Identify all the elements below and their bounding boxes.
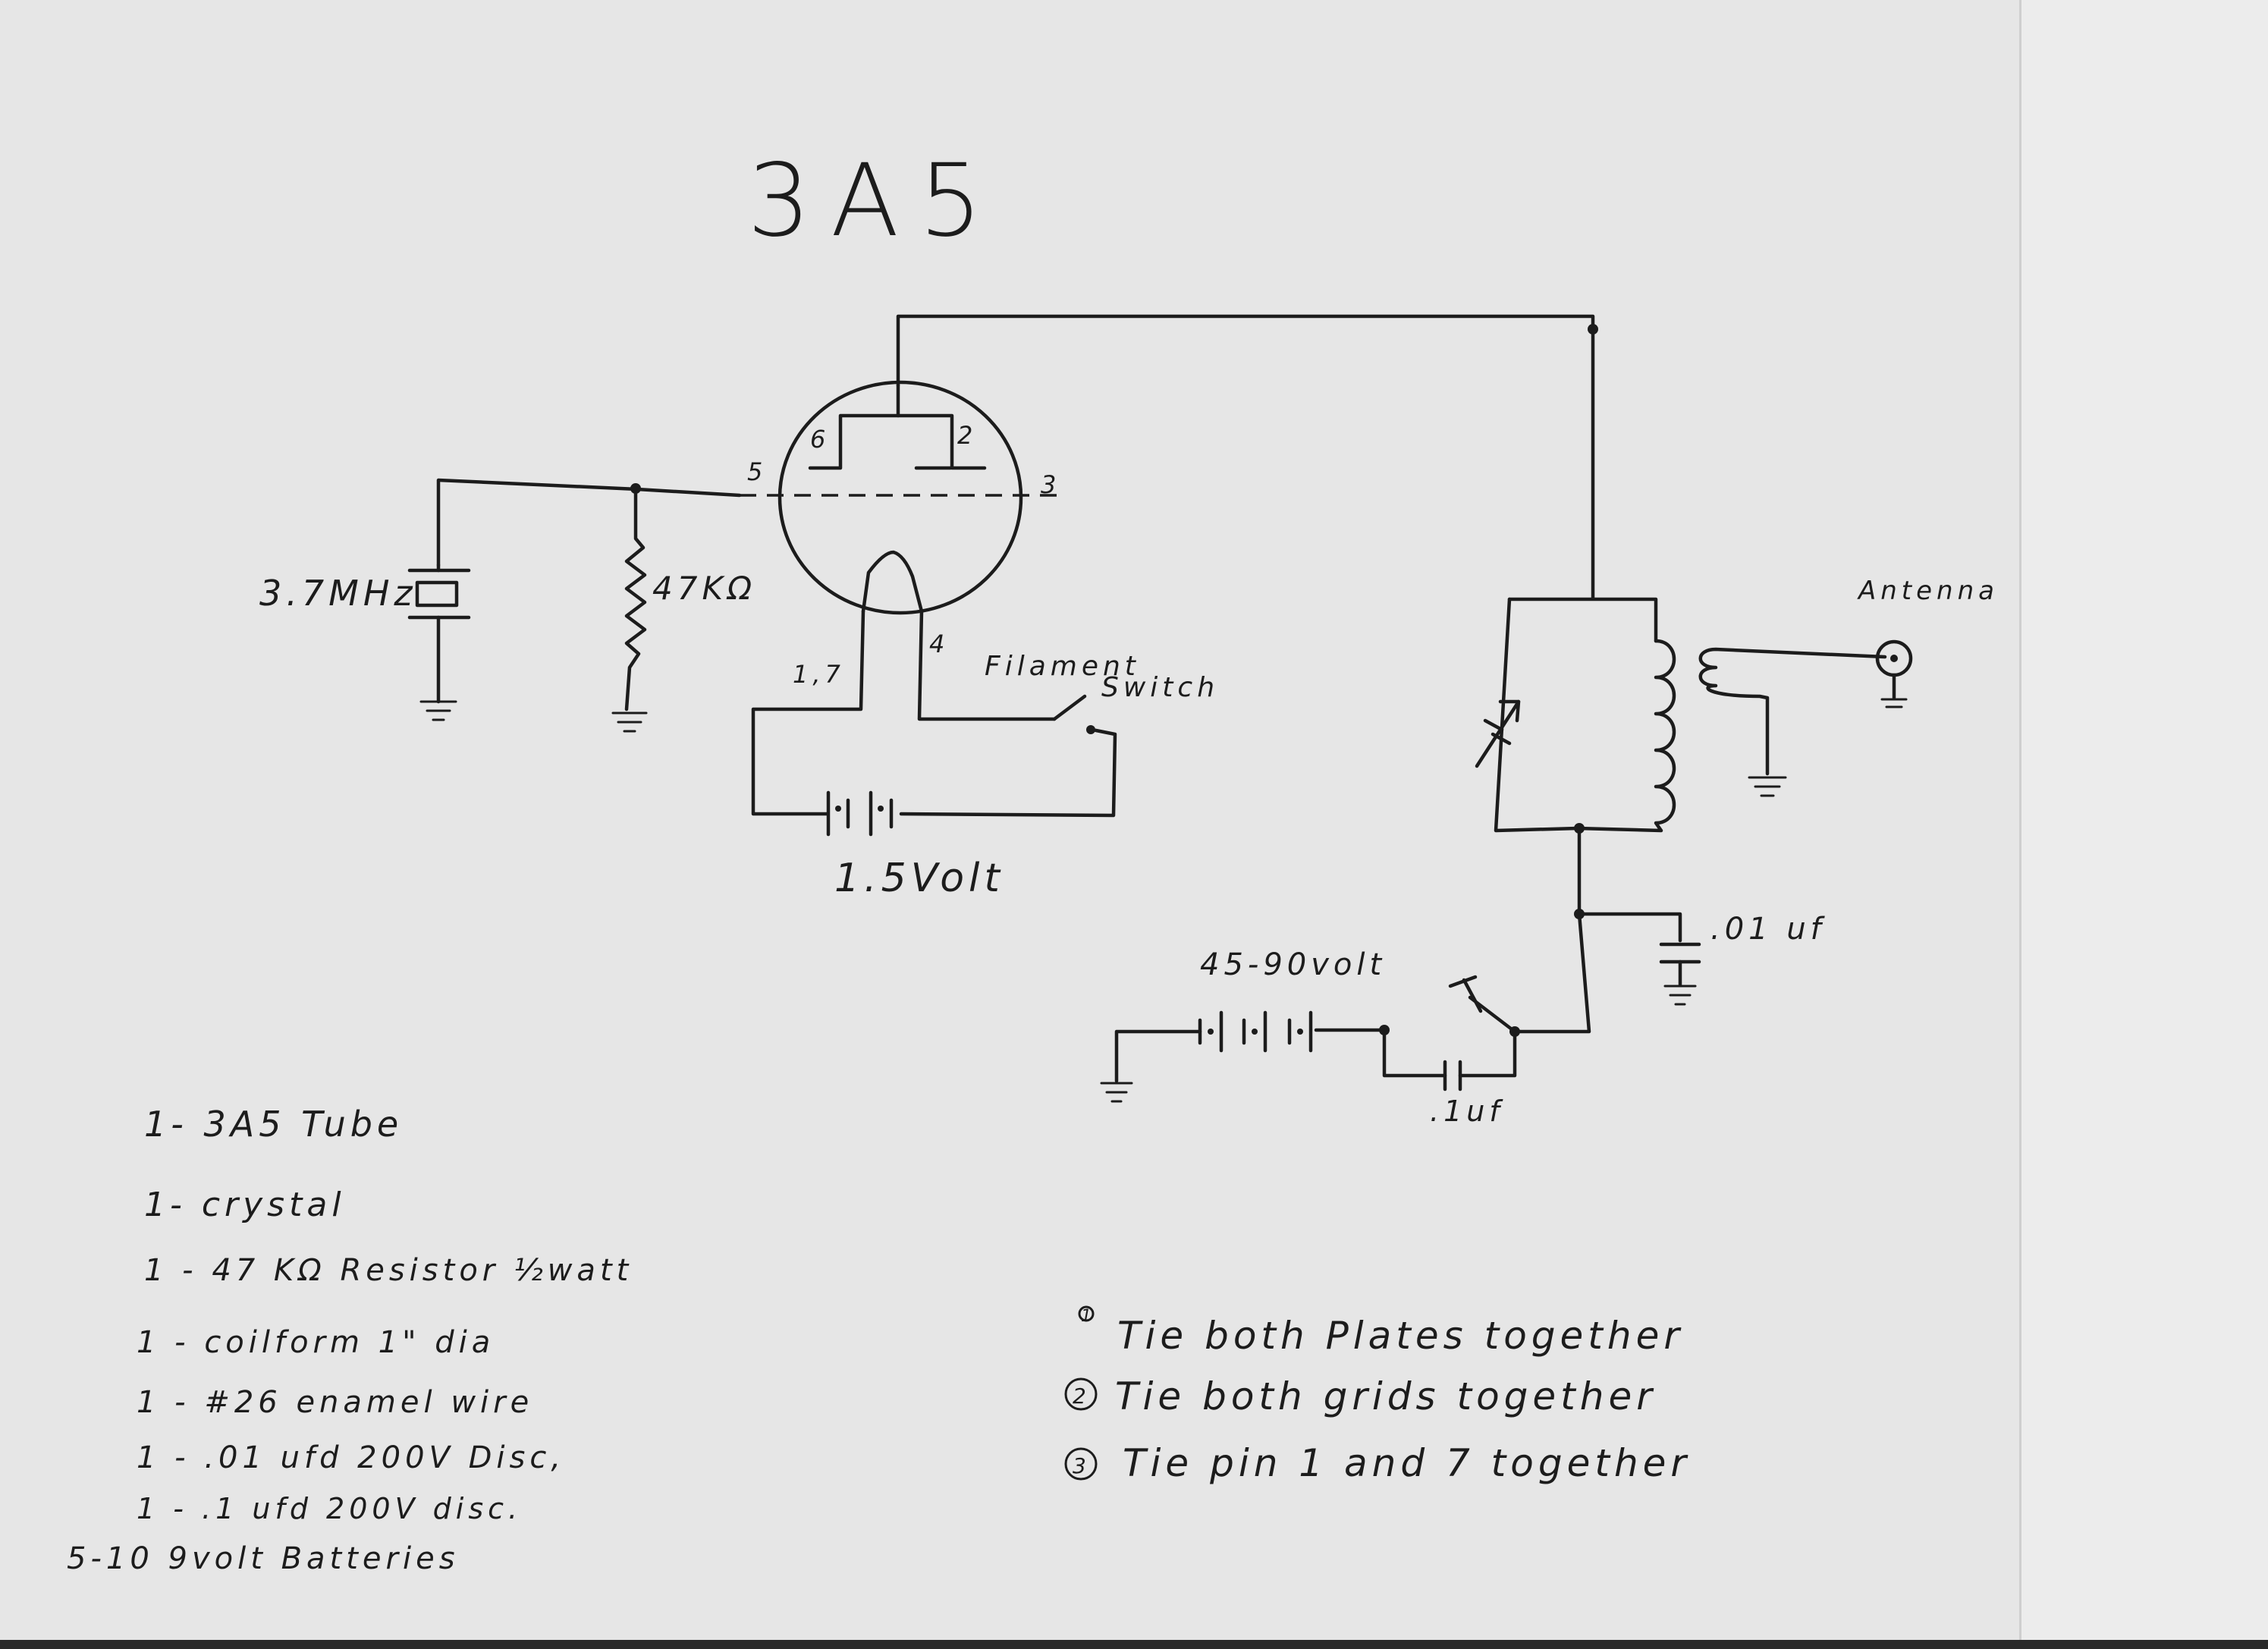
grid-wire: [436, 478, 742, 567]
note-item: Tie pin 1 and 7 together: [1123, 1441, 1691, 1485]
filament-switch-label-2: Switch: [1101, 672, 1219, 703]
plate-supply-circuit: [1100, 912, 1591, 1103]
parts-item: 1 - .01 ufd 200V Disc,: [137, 1440, 565, 1475]
plate-wire: [896, 314, 1595, 600]
parts-item: 1- crystal: [144, 1186, 346, 1224]
pin4-label: 4: [929, 630, 949, 658]
notes-list: Tie both Plates together 2 Tie both grid…: [1064, 1305, 1691, 1485]
paper-edge: [2019, 0, 2021, 1649]
tube-filament: [861, 550, 924, 614]
pin2-label: 2: [957, 421, 977, 450]
pin17-label: 1,7: [793, 660, 845, 689]
tank-coil: [1575, 639, 1676, 833]
scan-bottom-band: [0, 1640, 2268, 1649]
parts-item: 1- 3A5 Tube: [144, 1104, 403, 1145]
crystal-frequency-label: 3.7MHz: [259, 573, 417, 614]
note-marker-number: 3: [1073, 1453, 1091, 1478]
diagram-title: 3A5: [747, 143, 1002, 259]
tube-3a5: [740, 380, 1058, 615]
pin5-label: 5: [747, 457, 767, 486]
antenna-label: Antenna: [1857, 576, 1999, 606]
parts-item: 1 - 47 KΩ Resistor ½watt: [144, 1253, 633, 1288]
note-marker-2: [1064, 1377, 1098, 1411]
key-capacitor-label: .1uf: [1430, 1095, 1504, 1128]
tube-envelope: [777, 380, 1023, 615]
paper-margin-strip: [2021, 0, 2268, 1640]
resistor-47k: [611, 486, 648, 733]
plate-battery-label: 45-90volt: [1200, 947, 1386, 982]
parts-item: 1 - coilform 1" dia: [137, 1325, 495, 1360]
tube-plates: [808, 413, 987, 470]
note-item: Tie both grids together: [1115, 1374, 1657, 1418]
note-marker-number: 1: [1081, 1307, 1096, 1326]
parts-item: 1 - #26 enamel wire: [137, 1385, 533, 1420]
filament-battery-label: 1.5Volt: [834, 856, 1004, 901]
filament-circuit: [751, 609, 1117, 837]
note-marker-3: [1064, 1447, 1098, 1481]
bypass-capacitor: [1574, 909, 1701, 1006]
pin6-label: 6: [810, 425, 830, 454]
variable-capacitor-arrow: [1475, 699, 1521, 768]
resistor-value-label: 47KΩ: [652, 570, 756, 607]
note-marker-number: 2: [1073, 1384, 1091, 1409]
parts-item: 1 - .1 ufd 200V disc.: [137, 1492, 522, 1525]
note-marker-1: [1078, 1305, 1095, 1322]
bypass-cap-label: .01 uf: [1710, 912, 1826, 947]
note-item: Tie both Plates together: [1117, 1314, 1684, 1358]
key-knob: [1462, 978, 1483, 1013]
crystal: [407, 563, 471, 721]
pin3-label: 3: [1041, 470, 1060, 499]
filament-switch-label-1: Filament: [985, 651, 1140, 682]
antenna-link: [1698, 639, 1913, 797]
parts-item: 5-10 9volt Batteries: [67, 1541, 460, 1576]
tank-circuit: [1475, 597, 1676, 916]
parts-list: 1- 3A5 Tube 1- crystal 1 - 47 KΩ Resisto…: [67, 1104, 633, 1576]
filament-switch-blade: [1052, 694, 1087, 721]
